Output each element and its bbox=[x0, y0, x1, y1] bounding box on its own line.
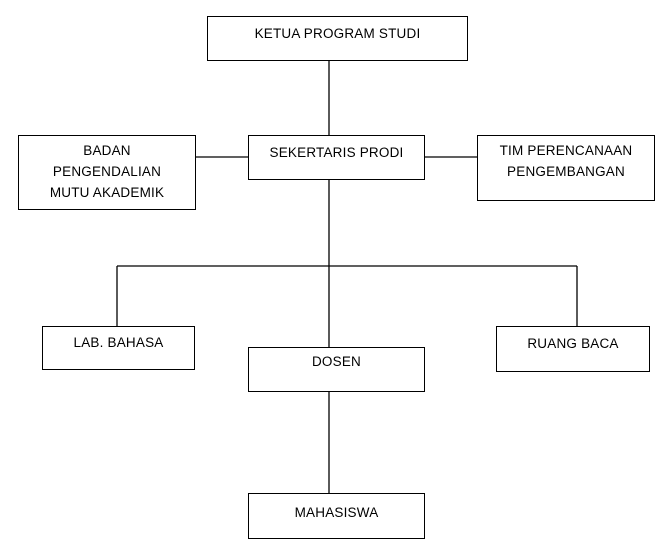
node-label: KETUA PROGRAM STUDI bbox=[254, 26, 421, 41]
node-label: SEKERTARIS PRODI bbox=[269, 145, 404, 160]
node-label: RUANG BACA bbox=[527, 336, 619, 351]
node-label: MAHASISWA bbox=[294, 505, 379, 520]
node-badan-pengendalian-mutu: BADAN PENGENDALIAN MUTU AKADEMIK bbox=[18, 135, 196, 210]
node-label: TIM PERENCANAAN PENGEMBANGAN bbox=[499, 143, 633, 179]
node-tim-perencanaan: TIM PERENCANAAN PENGEMBANGAN bbox=[477, 135, 655, 201]
node-label: LAB. BAHASA bbox=[73, 335, 164, 350]
node-dosen: DOSEN bbox=[248, 347, 425, 392]
node-mahasiswa: MAHASISWA bbox=[248, 493, 425, 539]
node-label: DOSEN bbox=[311, 354, 361, 369]
node-ruang-baca: RUANG BACA bbox=[496, 326, 650, 372]
node-label: BADAN PENGENDALIAN MUTU AKADEMIK bbox=[49, 143, 165, 200]
node-sekertaris-prodi: SEKERTARIS PRODI bbox=[248, 135, 425, 180]
node-ketua-program-studi: KETUA PROGRAM STUDI bbox=[207, 16, 468, 61]
node-lab-bahasa: LAB. BAHASA bbox=[42, 326, 195, 370]
